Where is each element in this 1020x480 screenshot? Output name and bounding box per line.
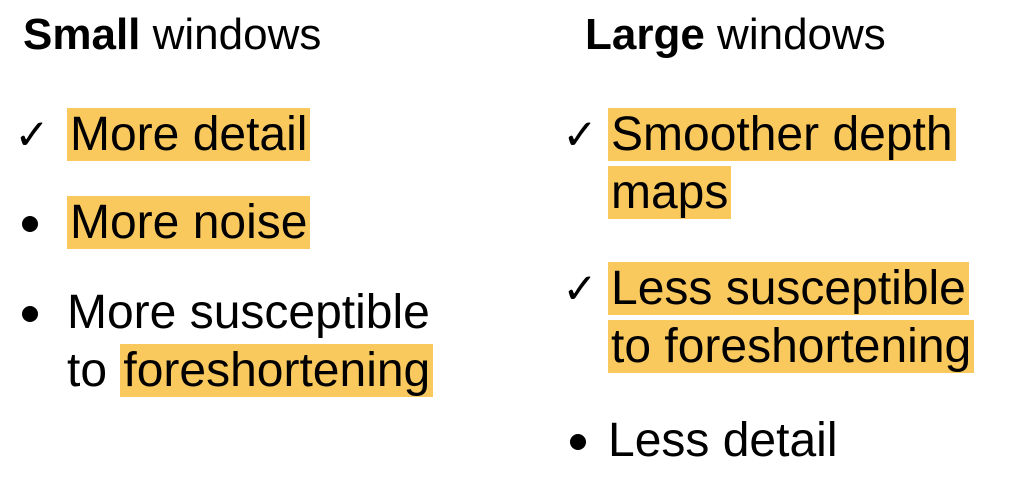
highlighted-text: maps bbox=[608, 166, 732, 219]
highlighted-text: foreshortening bbox=[120, 344, 434, 397]
check-icon: ✓ bbox=[14, 110, 50, 159]
highlighted-text: Smoother depth bbox=[608, 108, 956, 161]
large-windows-heading: Large windows bbox=[585, 10, 886, 60]
item-line-prefix: to bbox=[67, 344, 121, 397]
highlighted-text: Less susceptible bbox=[608, 262, 969, 315]
heading-rest: windows bbox=[140, 10, 322, 59]
item-text: More detail bbox=[67, 106, 311, 164]
item-text: More susceptible to foreshortening bbox=[67, 284, 434, 400]
highlighted-text: to foreshortening bbox=[608, 320, 975, 373]
item-line: More susceptible bbox=[67, 286, 430, 339]
small-windows-heading: Small windows bbox=[23, 10, 321, 60]
heading-strong: Large bbox=[585, 10, 705, 59]
item-text: Less susceptible to foreshortening bbox=[608, 260, 975, 376]
heading-strong: Small bbox=[23, 10, 141, 59]
highlighted-text: More detail bbox=[67, 108, 311, 161]
item-text: Less detail bbox=[608, 414, 838, 467]
check-icon: ✓ bbox=[562, 264, 598, 313]
item-text: More noise bbox=[67, 194, 311, 252]
item-text: Smoother depth maps bbox=[608, 106, 956, 222]
check-icon: ✓ bbox=[562, 110, 598, 159]
heading-rest: windows bbox=[704, 10, 886, 59]
highlighted-text: More noise bbox=[67, 196, 311, 249]
